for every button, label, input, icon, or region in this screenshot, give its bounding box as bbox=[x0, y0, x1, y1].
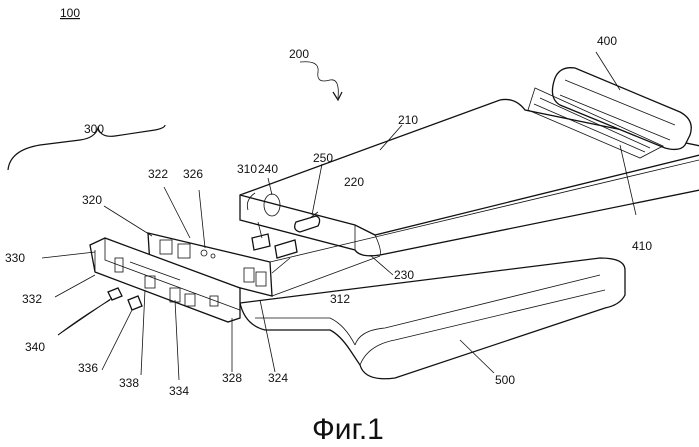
label-500: 500 bbox=[495, 373, 515, 387]
outer-case-500 bbox=[240, 258, 625, 379]
label-328: 328 bbox=[222, 371, 242, 385]
figure-caption: Фиг.1 bbox=[312, 413, 384, 446]
clip-336 bbox=[128, 296, 142, 310]
label-200: 200 bbox=[289, 47, 309, 61]
label-338: 338 bbox=[119, 376, 139, 390]
label-330: 330 bbox=[5, 251, 25, 265]
label-220: 220 bbox=[344, 175, 364, 189]
insulator-310 bbox=[252, 234, 297, 258]
label-210: 210 bbox=[398, 113, 418, 127]
arrow-200 bbox=[300, 62, 342, 100]
label-410: 410 bbox=[632, 239, 652, 253]
label-320: 320 bbox=[82, 193, 102, 207]
label-310: 310 bbox=[237, 162, 257, 176]
clip-340 bbox=[108, 288, 122, 300]
label-300: 300 bbox=[84, 122, 104, 136]
label-324: 324 bbox=[268, 371, 288, 385]
label-240: 240 bbox=[258, 162, 278, 176]
label-340: 340 bbox=[25, 340, 45, 354]
label-400: 400 bbox=[597, 34, 617, 48]
label-100: 100 bbox=[60, 6, 80, 20]
label-326: 326 bbox=[183, 167, 203, 181]
label-250: 250 bbox=[313, 151, 333, 165]
label-322: 322 bbox=[148, 167, 168, 181]
label-312: 312 bbox=[330, 292, 350, 306]
label-332: 332 bbox=[22, 292, 42, 306]
label-230: 230 bbox=[394, 268, 414, 282]
label-336: 336 bbox=[78, 361, 98, 375]
label-334: 334 bbox=[169, 384, 189, 398]
